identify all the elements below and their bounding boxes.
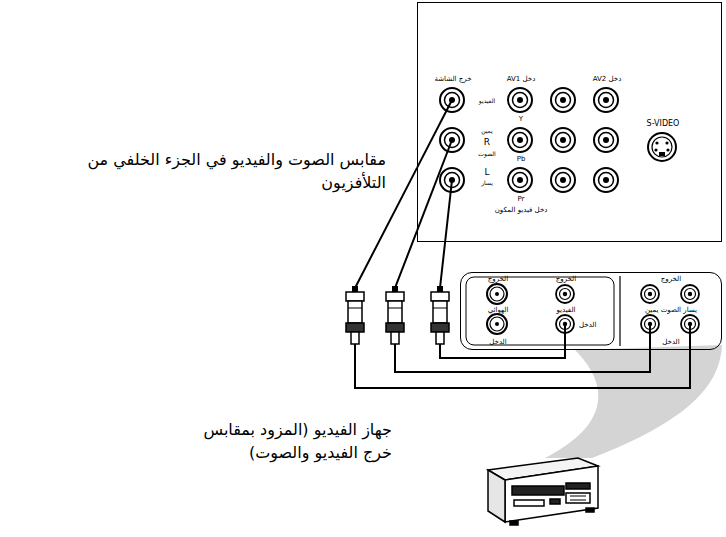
jack-label: دخل AV2 [593, 75, 622, 83]
cable-inside [689, 324, 691, 350]
projection-wedge [545, 345, 722, 458]
vcr-jack-panel: الخروجالهوائيالدخلالخروجالفيديوالدخلالخر… [460, 272, 722, 350]
cable-inside [649, 324, 651, 350]
panel-label: الدخل [662, 338, 679, 346]
jack-label: S-VIDEO [647, 119, 680, 128]
jack-label: L [484, 167, 489, 177]
panel-label: الدخل [579, 321, 596, 329]
panel-label: الخروج [488, 275, 508, 283]
panel-label: الفيديو [557, 306, 576, 314]
jack-label: يمين [481, 128, 493, 135]
jack-label: دخل فيديو المكون [495, 206, 548, 214]
vcr-jacks [466, 276, 699, 346]
panel-label: الخروج [556, 275, 576, 283]
s-video-jack [648, 133, 676, 161]
av-cable [355, 168, 690, 388]
cable-inside [417, 140, 452, 231]
tv-jacks [440, 88, 618, 192]
caption-text: جهاز الفيديو (المزود بمقابس خرج الفيديو … [177, 418, 392, 464]
jack-label: يسار [481, 180, 493, 187]
av-cable [395, 231, 650, 372]
jack-label: R [484, 137, 490, 147]
panel-label: الهوائي [488, 306, 509, 314]
jack-label: دخل AV1 [507, 75, 536, 83]
panel-label: الدخل [489, 338, 506, 346]
jack-label: Pr [518, 195, 525, 203]
panel-label: يسار الصوت يمين [645, 306, 697, 314]
cable-inside [445, 180, 452, 242]
caption-text: مقابس الصوت والفيديو في الجزء الخلفي من … [86, 148, 386, 194]
av-cable [440, 242, 565, 358]
panel-label: الخروج [661, 275, 681, 283]
cable-inside [417, 100, 452, 168]
jack-label: Y [519, 115, 523, 123]
jack-label: Pb [517, 155, 526, 163]
vcr-illustration [488, 458, 598, 525]
cable-inside [564, 324, 566, 350]
jack-label: الفيديو [479, 98, 495, 105]
rca-plugs [346, 286, 449, 344]
tv-back-panel: خرج الشاشة دخل AV1 دخل AV2 الفيديو يمين R الصو… [417, 2, 722, 242]
jack-label: الصوت [478, 151, 495, 158]
jack-label: خرج الشاشة [434, 75, 471, 83]
